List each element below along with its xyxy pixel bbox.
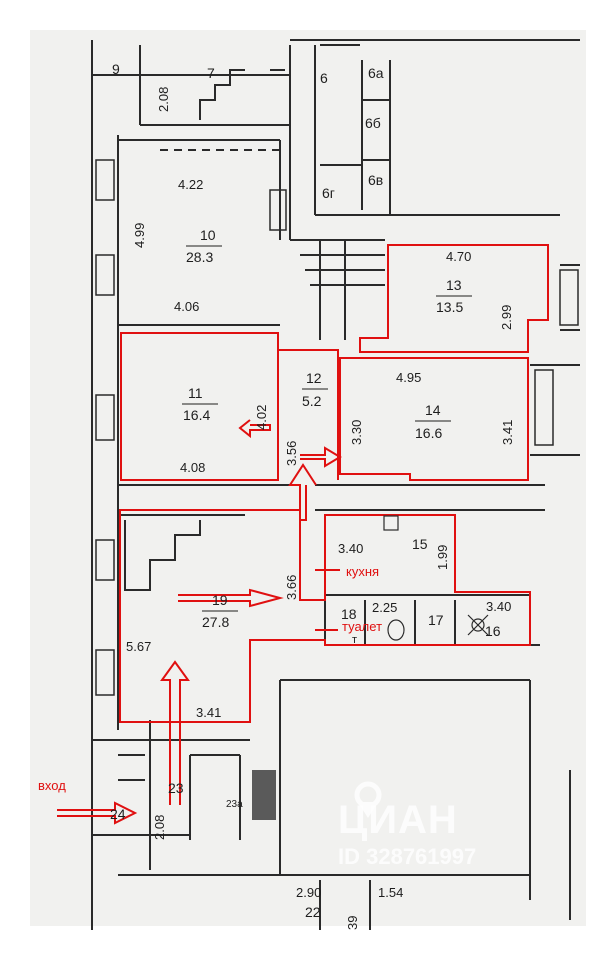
dimension-labels: 2.08 4.22 4.99 4.06 4.70 2.99 4.02 3.56 … xyxy=(126,87,515,930)
room-number: 13 xyxy=(446,277,462,293)
toilet-mark: т xyxy=(352,634,357,646)
dimension: 4.95 xyxy=(396,370,421,385)
plan-walls xyxy=(91,39,580,930)
room-area: 27.8 xyxy=(202,614,229,630)
room-number: 6а xyxy=(368,65,384,81)
dimension: 3.30 xyxy=(349,420,364,445)
room-number: 12 xyxy=(306,370,322,386)
location-pin-icon xyxy=(354,781,382,818)
dimension: 2.90 xyxy=(296,885,321,900)
area-underlines xyxy=(182,245,472,612)
room-number: 10 xyxy=(200,227,216,243)
dimension: 4.22 xyxy=(178,177,203,192)
room-number: 15 xyxy=(412,536,428,552)
dimension: 3.66 xyxy=(284,575,299,600)
room-number: 19 xyxy=(212,592,228,608)
dimension: 39 xyxy=(345,916,360,930)
dimension: 2.25 xyxy=(372,600,397,615)
entrance-label: вход xyxy=(38,778,66,793)
dimension: 1.54 xyxy=(378,885,403,900)
flow-arrows xyxy=(57,419,342,825)
t-mark: т xyxy=(352,634,357,646)
room-number: 6г xyxy=(322,185,335,201)
room-number: 6 xyxy=(320,70,328,86)
annotation-labels: вход кухня туалет xyxy=(38,564,382,793)
dimension: 4.06 xyxy=(174,299,199,314)
room-number: 11 xyxy=(188,385,203,401)
room-area: 28.3 xyxy=(186,249,213,265)
dimension: 4.02 xyxy=(254,405,269,430)
red-outlines xyxy=(119,244,549,723)
fixtures xyxy=(383,515,489,641)
dimension: 2.99 xyxy=(499,305,514,330)
room-number: 24 xyxy=(110,806,126,822)
dimension: 4.70 xyxy=(446,249,471,264)
room-area: 13.5 xyxy=(436,299,463,315)
dimension: 1.99 xyxy=(435,545,450,570)
room-number: 18 xyxy=(341,606,357,622)
toilet-label: туалет xyxy=(342,619,382,634)
room-number: 6в xyxy=(368,172,383,188)
window-marks xyxy=(95,159,579,696)
kitchen-label: кухня xyxy=(346,564,379,579)
room-number: 17 xyxy=(428,612,444,628)
room-number: 16 xyxy=(485,623,501,639)
hatched-block xyxy=(252,770,276,820)
dimension: 3.41 xyxy=(196,705,221,720)
dimension: 3.40 xyxy=(486,599,511,614)
floor-plan-sheet xyxy=(30,30,586,926)
room-number: 22 xyxy=(305,904,321,920)
room-number: 23а xyxy=(226,799,243,810)
dimension: 5.67 xyxy=(126,639,151,654)
room-number: 14 xyxy=(425,402,441,418)
room-number: 23 xyxy=(168,780,184,796)
watermark: ЦИАН ID 328761997 xyxy=(338,800,476,870)
room-area: 16.6 xyxy=(415,425,442,441)
room-number: 9 xyxy=(112,61,120,77)
room-number: 7 xyxy=(207,65,215,81)
room-labels: 9 7 6 6а 6б 6в 6г 10 28.3 11 16.4 12 5.2… xyxy=(110,61,501,920)
room-number: 6б xyxy=(365,115,381,131)
dimension: 2.08 xyxy=(156,87,171,112)
watermark-brand: ЦИАН xyxy=(338,798,458,842)
dimension: 4.08 xyxy=(180,460,205,475)
dimension: 4.99 xyxy=(132,223,147,248)
room-area: 16.4 xyxy=(183,407,210,423)
dimension: 2.08 xyxy=(152,815,167,840)
room-area: 5.2 xyxy=(302,393,322,409)
dimension: 3.40 xyxy=(338,541,363,556)
dimension: 3.56 xyxy=(284,441,299,466)
dimension: 3.41 xyxy=(500,420,515,445)
watermark-id: ID 328761997 xyxy=(338,844,477,869)
